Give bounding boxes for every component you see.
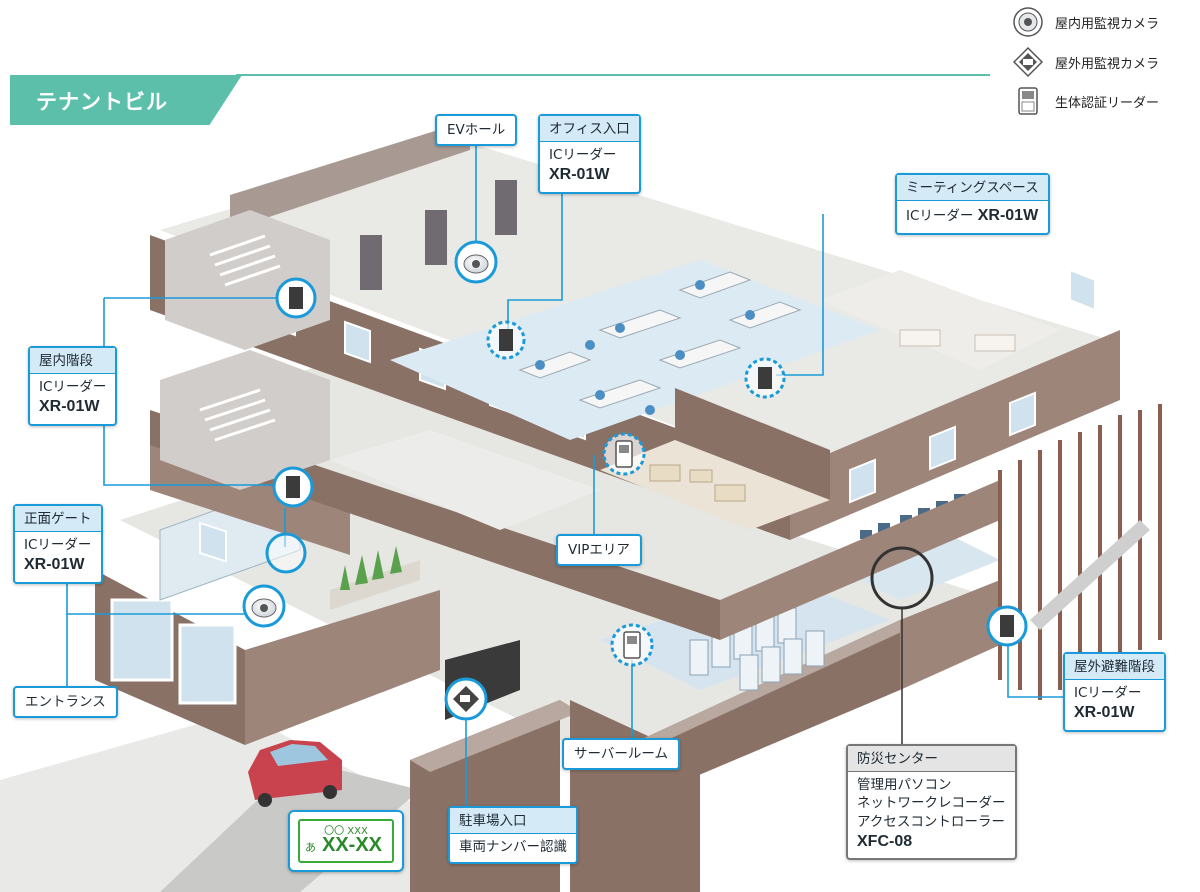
meeting-tables [899, 329, 1016, 352]
callout-model: XR-01W [977, 207, 1039, 225]
office-people [535, 280, 755, 415]
callout-device: ICリーダー [549, 147, 617, 164]
middle-band-right [720, 480, 1000, 640]
elevator-doors [360, 180, 517, 290]
marker-indoor-stairs-top-reader [275, 277, 317, 319]
connector-lines [66, 140, 1063, 806]
callout-title: 防災センター [848, 746, 1015, 773]
top-back-wall [230, 120, 470, 230]
callout-label: VIPエリア [568, 542, 630, 558]
callout-label: サーバールーム [574, 746, 668, 762]
marker-ev-hall-camera [454, 240, 498, 284]
callout-model: XR-01W [39, 398, 100, 416]
legend-label: 屋外用監視カメラ [1055, 57, 1160, 72]
outdoor-stair-tower [998, 404, 1162, 700]
callout-line: ネットワークレコーダー [857, 795, 1006, 812]
callout-device: ICリーダー [24, 537, 92, 554]
marker-disaster-center [870, 546, 934, 610]
license-plate: 〇〇 XXX あ XX-XX [298, 819, 394, 863]
plate-kana: あ [305, 841, 316, 854]
callout-title: オフィス入口 [540, 116, 639, 143]
callout-front-gate: 正面ゲート ICリーダー XR-01W [13, 504, 103, 585]
office-glass-floor [390, 260, 880, 440]
callout-label: エントランス [25, 694, 106, 710]
callout-entrance: エントランス [13, 686, 118, 719]
callout-body: 車両ナンバー認識 [459, 839, 567, 856]
callout-device: ICリーダー [906, 208, 974, 225]
callout-model: XR-01W [1074, 704, 1135, 722]
entrance-glass-2 [178, 623, 237, 705]
section-banner: テナントビル [10, 75, 242, 125]
ground-floor-right-wall [245, 590, 440, 745]
callout-model: XR-01W [549, 166, 610, 184]
callout-line: 管理用パソコン [857, 777, 952, 794]
marker-indoor-stairs-mid-reader [272, 466, 314, 508]
disaster-center-wall [900, 580, 1000, 690]
callout-device: ICリーダー [39, 379, 107, 396]
callout-ev-hall: EVホール [435, 114, 518, 147]
marker-entrance-camera [242, 584, 286, 628]
callout-line: アクセスコントローラー [857, 813, 1005, 830]
callout-outdoor-stairs: 屋外避難階段 ICリーダー XR-01W [1063, 652, 1166, 733]
server-racks [689, 607, 825, 691]
callout-indoor-stairs: 屋内階段 ICリーダー XR-01W [28, 346, 118, 427]
second-stairs [199, 388, 276, 442]
marker-parking-camera [444, 677, 488, 721]
callout-parking-entrance: 駐車場入口 車両ナンバー認識 [448, 806, 578, 865]
vip-room-wall [675, 388, 830, 500]
outdoor-stairs [1030, 520, 1150, 630]
parking-wall-top [410, 700, 580, 772]
section-title: テナントビル [36, 90, 168, 114]
vip-sofas [649, 464, 746, 502]
callout-label: EVホール [447, 122, 506, 138]
plate-number: XX-XX [322, 834, 383, 856]
callout-title: 屋外避難階段 [1065, 654, 1164, 681]
marker-vip-biometric [602, 432, 646, 476]
marker-outdoor-stairs-reader [986, 605, 1028, 647]
plate-top: 〇〇 XXX [324, 826, 368, 837]
legend-indoor-camera-icon [1013, 7, 1043, 37]
marker-server-biometric [610, 623, 654, 667]
section-divider [236, 74, 990, 76]
plants [340, 546, 402, 590]
callout-title: ミーティングスペース [897, 175, 1048, 202]
marker-meeting-reader [744, 357, 786, 399]
marker-office-entrance-reader [486, 320, 526, 360]
legend-label: 屋内用監視カメラ [1055, 17, 1160, 32]
entrance-glass-1 [110, 598, 174, 682]
callout-meeting-space: ミーティングスペース ICリーダー XR-01W [895, 173, 1050, 235]
callout-server-room: サーバールーム [562, 738, 680, 771]
second-lobby-floor [330, 430, 600, 530]
legend-outdoor-camera-icon [1012, 46, 1044, 78]
callout-device: ICリーダー [1074, 685, 1142, 702]
office-desks [518, 271, 802, 409]
middle-windows [199, 521, 227, 563]
callout-model: XR-01W [24, 556, 85, 574]
server-room-front-top [640, 620, 910, 748]
legend-label: 生体認証リーダー [1055, 96, 1160, 111]
server-room-front-wall [640, 620, 900, 800]
marker-front-gate [265, 532, 307, 574]
legend-biometric-reader-icon [1018, 87, 1038, 115]
license-plate-callout: 〇〇 XXX あ XX-XX [288, 810, 404, 872]
callout-model: XFC-08 [857, 832, 913, 850]
red-car [248, 740, 342, 807]
second-stair-room [160, 350, 330, 490]
callout-title: 正面ゲート [15, 506, 101, 533]
callout-disaster-center: 防災センター 管理用パソコン ネットワークレコーダー アクセスコントローラー X… [846, 744, 1017, 861]
callout-title: 駐車場入口 [450, 808, 576, 835]
callout-vip-area: VIPエリア [556, 534, 642, 567]
callout-title: 屋内階段 [30, 348, 116, 375]
disaster-center-floor [820, 520, 1000, 600]
callout-office-entrance: オフィス入口 ICリーダー XR-01W [538, 114, 641, 195]
top-stairs [209, 234, 281, 287]
